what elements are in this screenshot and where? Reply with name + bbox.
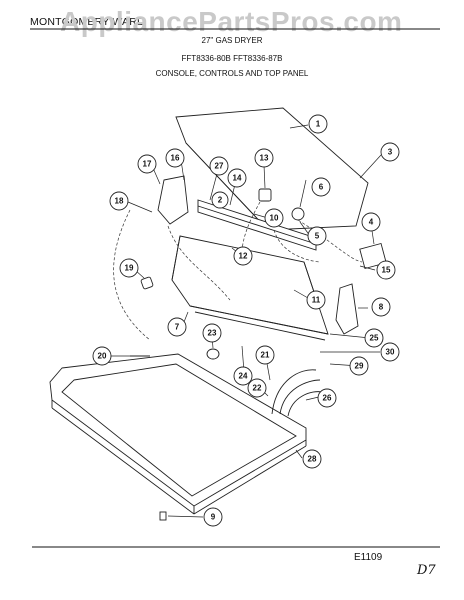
svg-text:13: 13: [260, 154, 269, 163]
callout-23: 23: [202, 323, 222, 343]
callout-11: 11: [306, 290, 326, 310]
callout-1: 1: [308, 114, 328, 134]
left-end-cap: [157, 175, 189, 225]
callout-14: 14: [227, 168, 247, 188]
callout-2: 2: [211, 191, 229, 209]
page-mark: D7: [417, 563, 436, 578]
callout-20: 20: [92, 346, 112, 366]
svg-text:28: 28: [308, 455, 317, 464]
callout-18: 18: [109, 191, 129, 211]
svg-text:10: 10: [270, 214, 279, 223]
callout-16: 16: [165, 148, 185, 168]
watermark: AppliancePartsPros.com: [60, 6, 403, 37]
svg-text:9: 9: [211, 513, 216, 522]
right-end-cap: [335, 283, 359, 335]
svg-text:5: 5: [315, 232, 320, 241]
callout-13: 13: [254, 148, 274, 168]
svg-text:14: 14: [233, 174, 242, 183]
callout-5: 5: [307, 226, 327, 246]
back-panel-edge: [185, 142, 269, 231]
callout-7: 7: [167, 317, 187, 337]
callout-17: 17: [137, 154, 157, 174]
svg-text:27: 27: [215, 162, 224, 171]
svg-text:15: 15: [382, 266, 391, 275]
callout-21: 21: [255, 345, 275, 365]
callout-6: 6: [311, 177, 331, 197]
svg-text:29: 29: [355, 362, 364, 371]
svg-text:30: 30: [386, 348, 395, 357]
svg-text:19: 19: [125, 264, 134, 273]
svg-text:16: 16: [171, 154, 180, 163]
callout-29: 29: [349, 356, 369, 376]
callout-8: 8: [371, 297, 391, 317]
brand-label: MONTGOMERY WARD: [30, 16, 145, 28]
svg-text:22: 22: [253, 384, 262, 393]
callout-24: 24: [233, 366, 253, 386]
callout-26: 26: [317, 388, 337, 408]
callout-25: 25: [364, 328, 384, 348]
svg-text:17: 17: [143, 160, 152, 169]
callout-30: 30: [380, 342, 400, 362]
svg-text:20: 20: [98, 352, 107, 361]
title-line-3: CONSOLE, CONTROLS AND TOP PANEL: [155, 69, 309, 78]
callout-12: 12: [233, 246, 253, 266]
diagram-code: E1109: [354, 552, 383, 563]
svg-text:2: 2: [218, 196, 223, 205]
svg-text:3: 3: [388, 148, 393, 157]
svg-text:26: 26: [323, 394, 332, 403]
top-panel: [49, 353, 307, 507]
dashed-leader: [113, 209, 151, 341]
callout-15: 15: [376, 260, 396, 280]
knob-13: [258, 188, 272, 202]
callout-28: 28: [302, 449, 322, 469]
callout-4: 4: [361, 212, 381, 232]
svg-text:4: 4: [369, 218, 374, 227]
title-line-1: 27" GAS DRYER: [201, 36, 263, 45]
callout-19: 19: [119, 258, 139, 278]
svg-text:6: 6: [319, 183, 324, 192]
callout-3: 3: [380, 142, 400, 162]
svg-text:24: 24: [239, 372, 248, 381]
callout-9: 9: [203, 507, 223, 527]
svg-text:21: 21: [261, 351, 270, 360]
top-panel-inner: [61, 363, 297, 497]
title-line-2: FFT8336-80B FFT8336-87B: [181, 54, 283, 63]
callout-22: 22: [247, 378, 267, 398]
wire-harness: [271, 369, 317, 415]
timer-block: [359, 242, 387, 270]
clip-9: [159, 511, 167, 521]
svg-text:25: 25: [370, 334, 379, 343]
callout-markers: 1 2 3 4 5 6 7 8 9 10 11 12 13 14 15 16 1…: [92, 114, 400, 527]
svg-text:11: 11: [312, 296, 321, 305]
callout-27: 27: [209, 156, 229, 176]
svg-text:12: 12: [239, 252, 248, 261]
knob-23: [206, 348, 220, 360]
knob-19: [140, 276, 154, 290]
svg-text:8: 8: [379, 303, 384, 312]
svg-text:18: 18: [115, 197, 124, 206]
svg-text:7: 7: [175, 323, 180, 332]
svg-text:1: 1: [316, 120, 321, 129]
callout-10: 10: [264, 208, 284, 228]
svg-text:23: 23: [208, 329, 217, 338]
switch-6: [291, 207, 305, 221]
